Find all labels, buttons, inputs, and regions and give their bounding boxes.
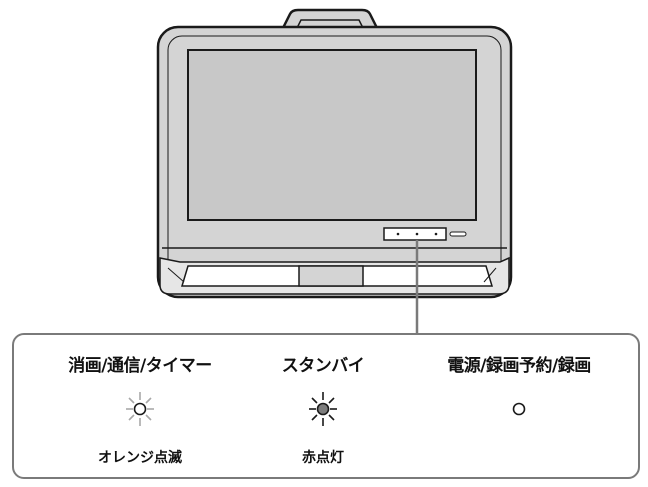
indicator-label: スタンバイ	[281, 356, 365, 376]
blinking-lamp-icon	[126, 392, 154, 426]
tv-screen	[187, 49, 477, 221]
power-button	[449, 231, 467, 237]
lit-lamp-icon	[309, 392, 337, 426]
indicator-state: オレンジ点滅	[98, 450, 182, 466]
indicator-label: 電源/録画予約/録画	[447, 356, 591, 376]
indicator-label: 消画/通信/タイマー	[68, 356, 212, 376]
indicator-callout-panel: 消画/通信/タイマー オレンジ点滅 スタンバイ	[12, 333, 640, 479]
indicator-power: 電源/録画予約/録画	[424, 335, 614, 481]
indicator-timer: 消画/通信/タイマー オレンジ点滅	[45, 335, 235, 481]
indicator-standby: スタンバイ 赤点灯	[228, 335, 418, 481]
off-lamp-icon	[512, 402, 526, 416]
indicator-state: 赤点灯	[302, 450, 344, 466]
indicator-window	[383, 227, 447, 241]
